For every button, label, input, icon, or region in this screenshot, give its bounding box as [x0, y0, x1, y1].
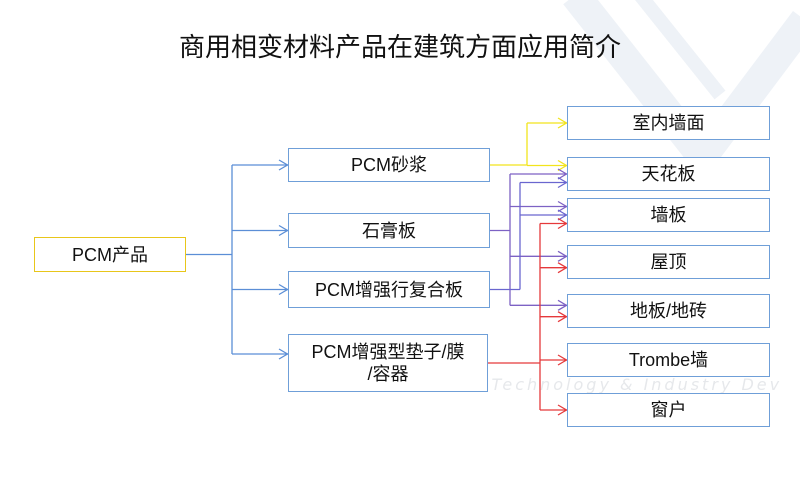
application-box-window: 窗户	[567, 393, 770, 427]
application-box-wall-panel: 墙板	[567, 198, 770, 232]
link-arrowhead-1-to-application-2	[557, 159, 568, 172]
application-label: Trombe墙	[628, 350, 709, 370]
link-arrowhead-4-to-application-7	[557, 404, 568, 416]
link-arrowhead-2-to-application-3	[557, 200, 568, 213]
link-arrowhead-2-to-application-5	[557, 299, 568, 311]
application-label: 天花板	[641, 164, 696, 184]
link-arrowhead-1-to-application-1	[557, 117, 568, 129]
slide-title: 商用相变材料产品在建筑方面应用简介	[178, 32, 621, 62]
product-label-line-1: PCM增强型垫子/膜	[311, 342, 465, 362]
product-arrowhead-2	[278, 224, 289, 237]
application-label: 屋顶	[650, 252, 687, 272]
link-arrowhead-4-to-application-4	[557, 262, 568, 274]
product-arrowhead-3	[278, 283, 289, 296]
application-box-interior-wall: 室内墙面	[567, 106, 770, 140]
application-label: 室内墙面	[632, 113, 705, 133]
link-arrowhead-2-to-application-4	[557, 250, 568, 262]
root-box: PCM产品	[34, 237, 186, 272]
root-label: PCM产品	[72, 244, 148, 265]
application-label: 地板/地砖	[629, 301, 707, 321]
link-arrowhead-2-to-application-2	[557, 168, 568, 180]
link-arrowhead-3-to-application-3	[557, 209, 568, 221]
product-arrowhead-1	[278, 159, 289, 171]
application-box-floor-tile: 地板/地砖	[567, 294, 770, 328]
product-box-mat-film-container: PCM增强型垫子/膜 /容器	[288, 334, 488, 392]
link-arrowhead-4-to-application-6	[557, 354, 568, 366]
application-label: 窗户	[650, 400, 687, 420]
product-label: PCM增强行复合板	[315, 279, 463, 300]
product-label: PCM砂浆	[351, 155, 427, 175]
product-arrowhead-4	[278, 348, 289, 360]
link-arrowhead-3-to-application-2	[557, 176, 568, 189]
link-arrowhead-4-to-application-5	[557, 311, 568, 323]
product-box-gypsum-board: 石膏板	[288, 213, 490, 248]
watermark-logo-stroke	[635, 0, 726, 100]
application-box-roof: 屋顶	[567, 245, 770, 279]
application-box-ceiling: 天花板	[567, 157, 770, 191]
product-box-composite-board: PCM增强行复合板	[288, 271, 490, 308]
product-label-line-2: /容器	[367, 364, 409, 384]
application-label: 墙板	[650, 205, 687, 225]
link-arrowhead-4-to-application-3	[557, 217, 568, 230]
product-label: 石膏板	[362, 220, 416, 241]
application-box-trombe-wall: Trombe墙	[567, 343, 770, 377]
product-box-pcm-mortar: PCM砂浆	[288, 148, 490, 182]
